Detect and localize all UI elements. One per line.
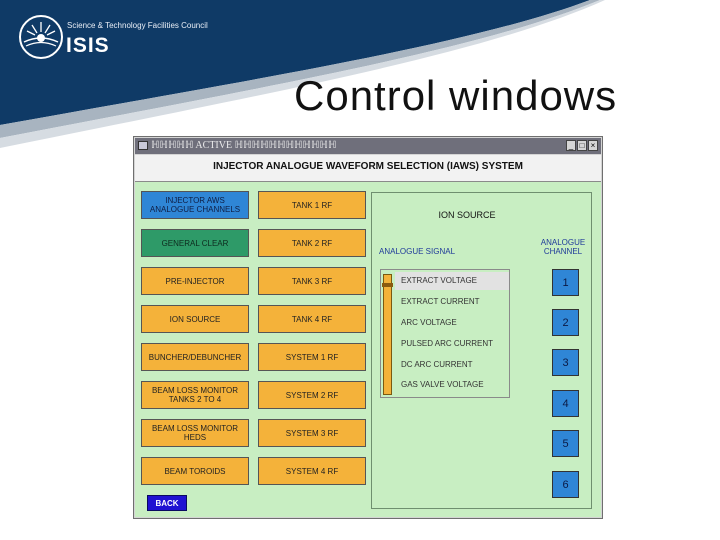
- button-label: SYSTEM 3 RF: [285, 428, 339, 438]
- tank-2-rf-button[interactable]: TANK 2 RF: [258, 229, 366, 257]
- channel-6-button[interactable]: 6: [552, 471, 579, 498]
- app-header: INJECTOR ANALOGUE WAVEFORM SELECTION (IA…: [135, 155, 601, 182]
- ion-source-button[interactable]: ION SOURCE: [141, 305, 249, 333]
- slide-banner: Science & Technology Facilities Council …: [0, 0, 720, 150]
- button-label: SYSTEM 1 RF: [285, 352, 339, 362]
- ion-source-panel: ION SOURCE ANALOGUE SIGNAL ANALOGUE CHAN…: [371, 192, 592, 509]
- signal-item-extract-voltage[interactable]: EXTRACT VOLTAGE: [395, 272, 509, 290]
- button-label: ION SOURCE: [169, 314, 221, 324]
- app-area: INJECTOR AWS ANALOGUE CHANNELS GENERAL C…: [135, 182, 601, 517]
- system-3-rf-button[interactable]: SYSTEM 3 RF: [258, 419, 366, 447]
- iaws-window: ℍℍℍℍℍ ACTIVE ℍℍℍℍℍℍℍℍℍℍℍℍ _ □ × INJECTOR…: [133, 136, 603, 519]
- button-label: TANK 1 RF: [291, 200, 333, 210]
- buncher-debuncher-button[interactable]: BUNCHER/DEBUNCHER: [141, 343, 249, 371]
- back-button[interactable]: BACK: [147, 495, 187, 511]
- injector-aws-channels-button[interactable]: INJECTOR AWS ANALOGUE CHANNELS: [141, 191, 249, 219]
- button-label: TANK 2 RF: [291, 238, 333, 248]
- tank-1-rf-button[interactable]: TANK 1 RF: [258, 191, 366, 219]
- minimize-button[interactable]: _: [566, 140, 576, 151]
- channel-2-button[interactable]: 2: [552, 309, 579, 336]
- channel-4-button[interactable]: 4: [552, 390, 579, 417]
- analogue-signal-label: ANALOGUE SIGNAL: [379, 247, 456, 256]
- general-clear-button[interactable]: GENERAL CLEAR: [141, 229, 249, 257]
- signal-item-arc-voltage[interactable]: ARC VOLTAGE: [401, 318, 457, 327]
- signal-item-dc-arc-current[interactable]: DC ARC CURRENT: [401, 360, 473, 369]
- analogue-channel-label: ANALOGUE CHANNEL: [540, 238, 586, 256]
- button-label: PRE-INJECTOR: [165, 276, 225, 286]
- button-label: BEAM LOSS MONITOR TANKS 2 TO 4: [151, 386, 239, 404]
- logo-text: ISIS: [66, 34, 110, 57]
- window-title-text: ℍℍℍℍℍ ACTIVE ℍℍℍℍℍℍℍℍℍℍℍℍ: [151, 140, 337, 151]
- button-label: TANK 3 RF: [291, 276, 333, 286]
- list-scrollbar[interactable]: [382, 274, 393, 395]
- close-button[interactable]: ×: [588, 140, 598, 151]
- system-2-rf-button[interactable]: SYSTEM 2 RF: [258, 381, 366, 409]
- system-1-rf-button[interactable]: SYSTEM 1 RF: [258, 343, 366, 371]
- org-name: Science & Technology Facilities Council: [67, 21, 208, 30]
- button-label: INJECTOR AWS ANALOGUE CHANNELS: [149, 196, 241, 214]
- button-label: GENERAL CLEAR: [161, 238, 229, 248]
- channel-1-button[interactable]: 1: [552, 269, 579, 296]
- banner-graphic: [0, 0, 605, 148]
- button-label: TANK 4 RF: [291, 314, 333, 324]
- channel-5-button[interactable]: 5: [552, 430, 579, 457]
- button-label: SYSTEM 2 RF: [285, 390, 339, 400]
- tank-3-rf-button[interactable]: TANK 3 RF: [258, 267, 366, 295]
- button-label: BEAM LOSS MONITOR HEDS: [151, 424, 239, 442]
- scrollbar-thumb[interactable]: [382, 283, 393, 287]
- slide-title: Control windows: [294, 72, 618, 119]
- beam-loss-monitor-heds-button[interactable]: BEAM LOSS MONITOR HEDS: [141, 419, 249, 447]
- signal-item-gas-valve-voltage[interactable]: GAS VALVE VOLTAGE: [401, 380, 484, 389]
- panel-title: ION SOURCE: [438, 210, 496, 220]
- signal-list[interactable]: EXTRACT VOLTAGE EXTRACT CURRENT ARC VOLT…: [380, 269, 510, 398]
- isis-logo-mark-icon: [19, 15, 63, 59]
- isis-logo: Science & Technology Facilities Council …: [18, 14, 248, 60]
- signal-item-pulsed-arc-current[interactable]: PULSED ARC CURRENT: [401, 339, 494, 348]
- button-label: BUNCHER/DEBUNCHER: [148, 352, 242, 362]
- button-label: SYSTEM 4 RF: [285, 466, 339, 476]
- button-label: BEAM TOROIDS: [164, 466, 226, 476]
- channel-3-button[interactable]: 3: [552, 349, 579, 376]
- pre-injector-button[interactable]: PRE-INJECTOR: [141, 267, 249, 295]
- window-menu-icon[interactable]: [138, 141, 148, 150]
- tank-4-rf-button[interactable]: TANK 4 RF: [258, 305, 366, 333]
- app-title: INJECTOR ANALOGUE WAVEFORM SELECTION (IA…: [213, 161, 523, 172]
- beam-loss-monitor-tanks-button[interactable]: BEAM LOSS MONITOR TANKS 2 TO 4: [141, 381, 249, 409]
- maximize-button[interactable]: □: [577, 140, 587, 151]
- system-4-rf-button[interactable]: SYSTEM 4 RF: [258, 457, 366, 485]
- signal-item-extract-current[interactable]: EXTRACT CURRENT: [401, 297, 480, 306]
- beam-toroids-button[interactable]: BEAM TOROIDS: [141, 457, 249, 485]
- window-titlebar[interactable]: ℍℍℍℍℍ ACTIVE ℍℍℍℍℍℍℍℍℍℍℍℍ _ □ ×: [135, 138, 601, 154]
